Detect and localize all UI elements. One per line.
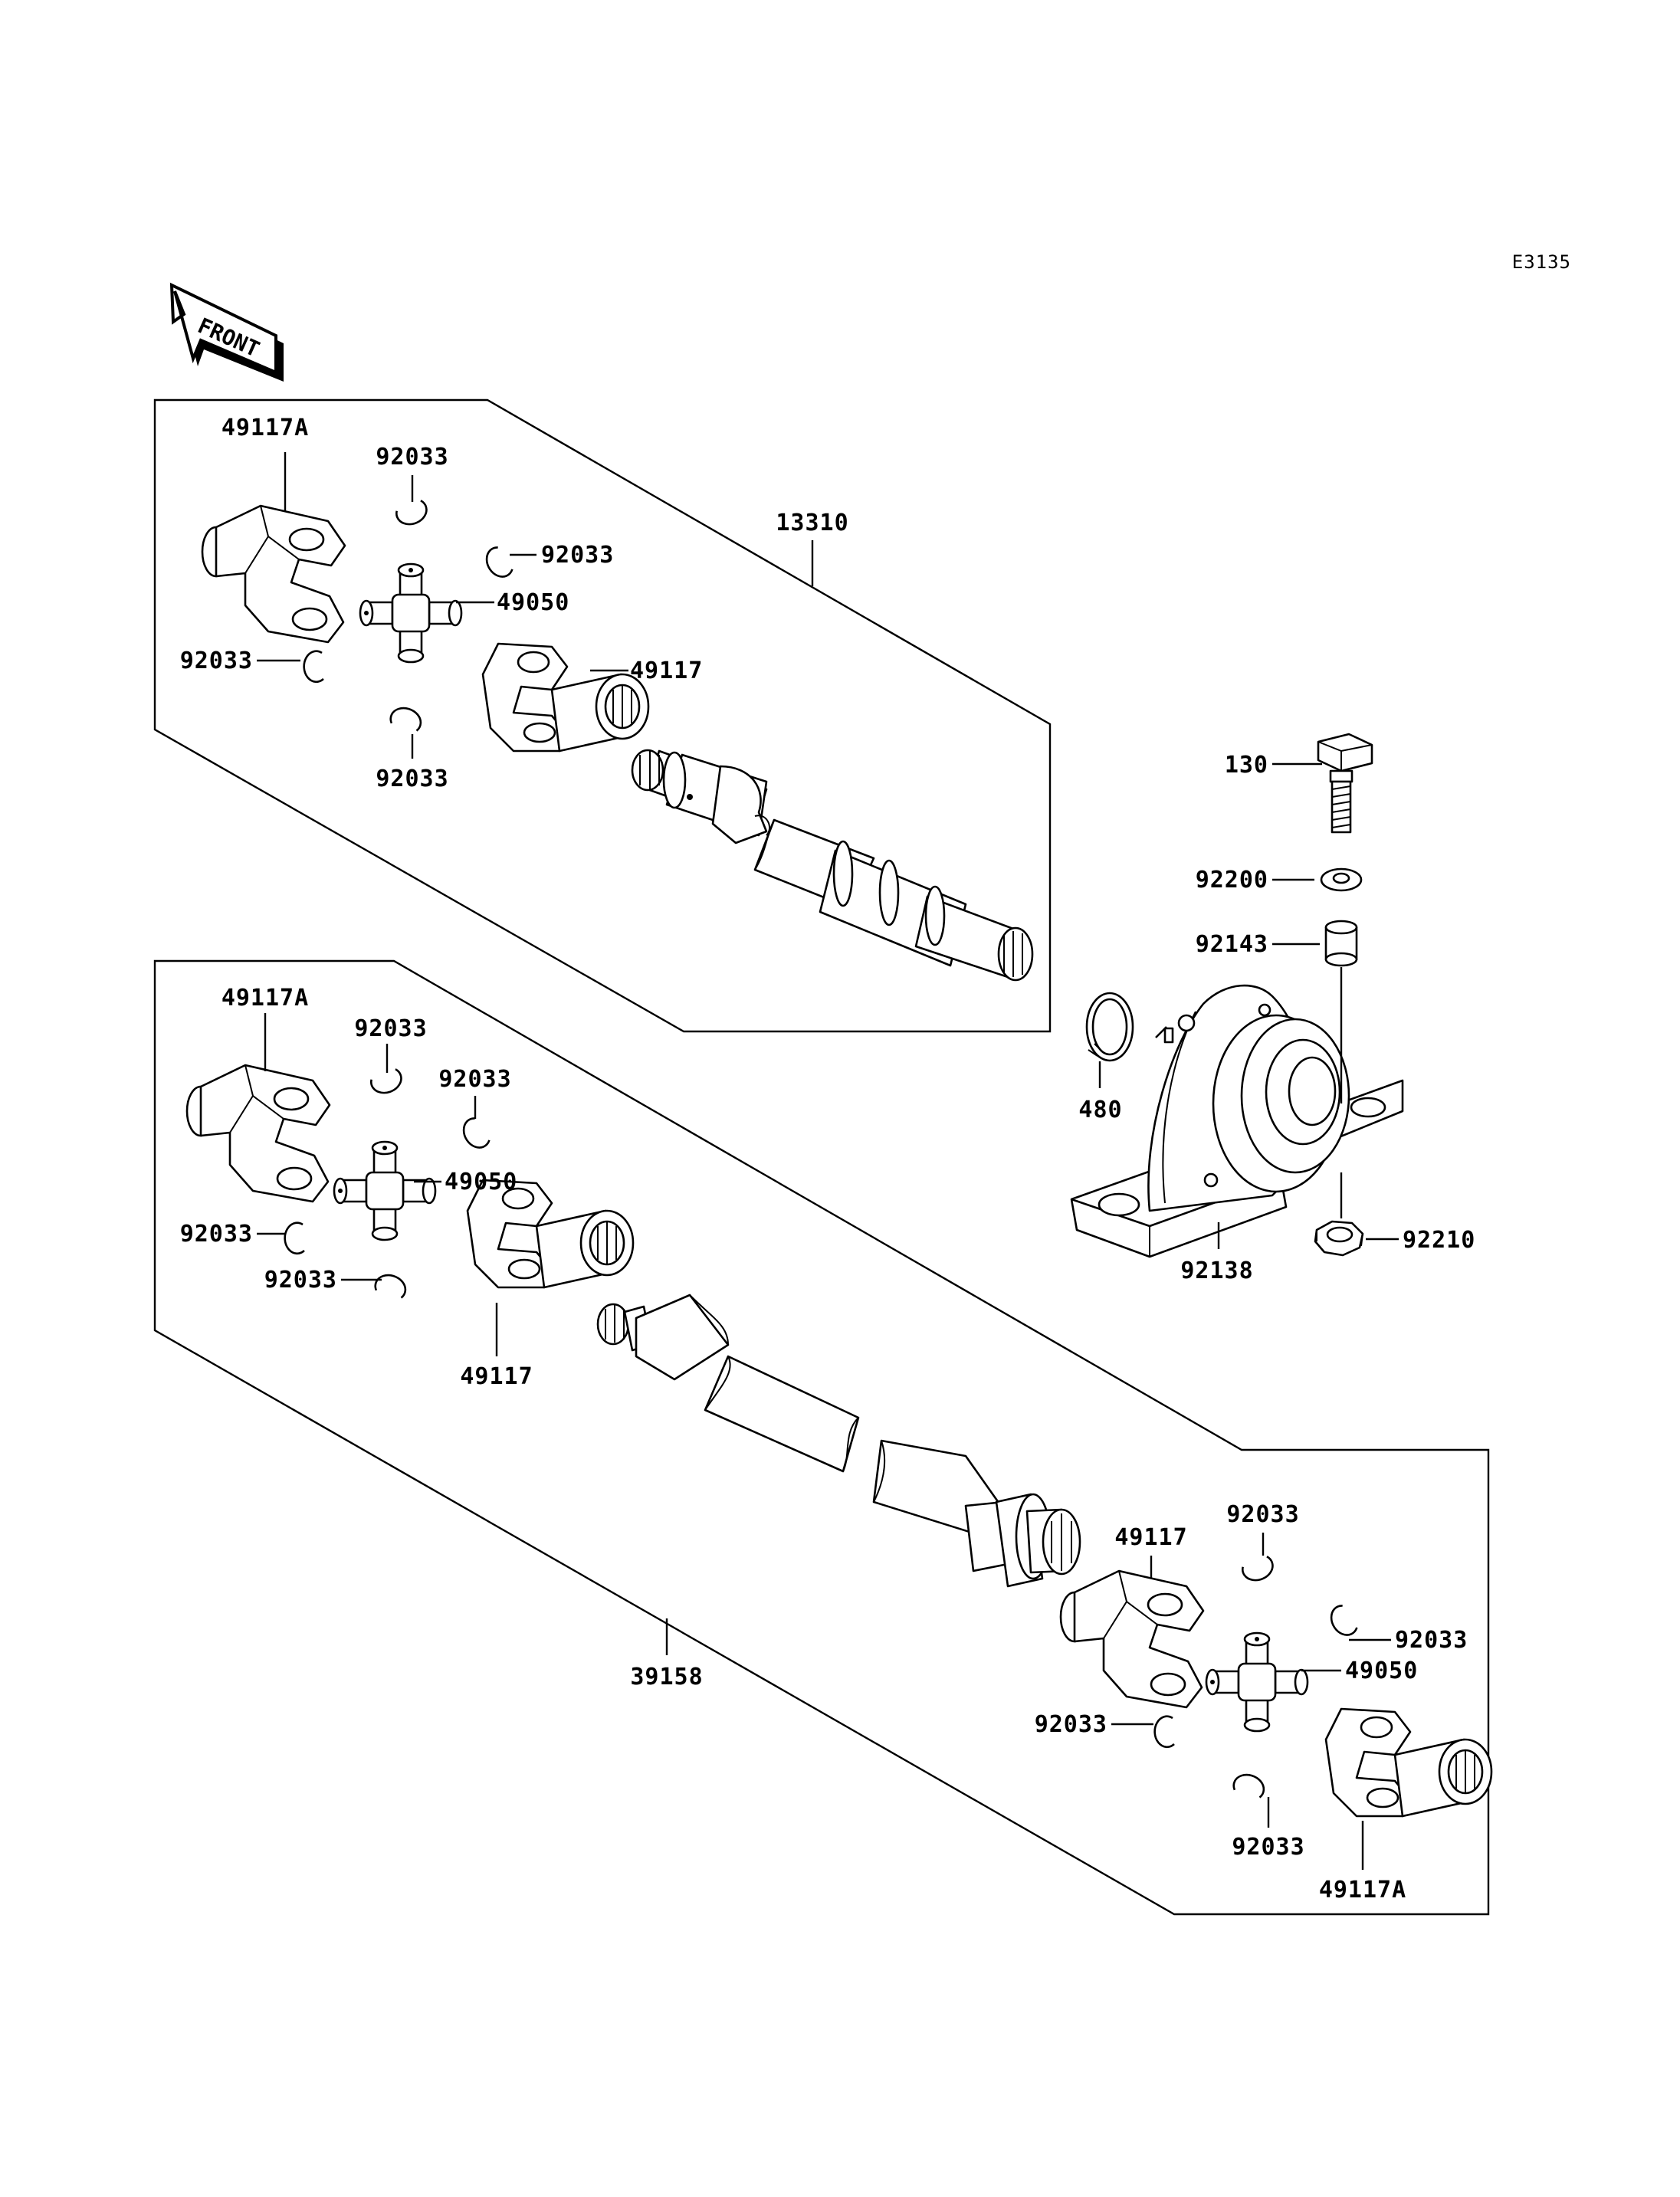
label-upper-clip-top: 92033: [376, 444, 448, 471]
circlip-480: [1085, 992, 1134, 1062]
label-upper-yoke: 49117: [630, 657, 703, 684]
label-rear-yoke: 49117: [1114, 1524, 1187, 1551]
label-upper-shaft: 13310: [776, 510, 848, 536]
label-bearing: 92138: [1180, 1258, 1253, 1284]
lower-clip-right: [458, 1115, 492, 1154]
rear-yoke: [1059, 1569, 1205, 1709]
label-upper-clip-left: 92033: [180, 648, 253, 674]
label-lower-clip-top: 92033: [354, 1015, 427, 1042]
label-rear-cross: 49050: [1345, 1658, 1418, 1684]
label-upper-yoke-a: 49117A: [221, 415, 309, 441]
rear-clip-right: [1325, 1602, 1360, 1641]
label-lower-yoke: 49117: [460, 1363, 533, 1390]
label-nut: 92210: [1403, 1227, 1475, 1254]
rear-clip-top: [1239, 1554, 1278, 1585]
upper-shaft: [631, 749, 1034, 982]
nut-92210: [1314, 1220, 1364, 1257]
diagram-reference: E3135: [1512, 251, 1571, 273]
label-lower-shaft: 39158: [630, 1664, 703, 1690]
label-rear-clip-left: 92033: [1035, 1711, 1107, 1738]
rear-clip-bottom: [1231, 1769, 1268, 1801]
label-lower-clip-right: 92033: [438, 1066, 511, 1093]
rear-clip-left: [1153, 1715, 1176, 1749]
lower-shaft: [596, 1294, 1081, 1588]
label-upper-clip-bottom: 92033: [376, 766, 448, 792]
label-lower-yoke-a: 49117A: [221, 985, 309, 1012]
lower-assembly-frame: [153, 959, 1490, 1916]
label-lower-cross: 49050: [445, 1169, 517, 1195]
label-rear-clip-top: 92033: [1226, 1501, 1299, 1528]
upper-clip-left: [303, 650, 325, 684]
label-rear-yoke-a: 49117A: [1319, 1877, 1406, 1904]
upper-clip-top: [393, 498, 431, 530]
upper-assembly-frame: [153, 398, 1052, 1033]
label-rear-clip-bottom: 92033: [1232, 1834, 1304, 1861]
lower-yoke-spline: [466, 1179, 635, 1289]
washer-92200: [1320, 867, 1363, 892]
label-lower-clip-bottom: 92033: [264, 1267, 337, 1294]
label-rear-clip-right: 92033: [1395, 1627, 1468, 1654]
upper-yoke-spline: [481, 642, 650, 753]
lower-clip-bottom: [372, 1270, 410, 1301]
label-collar: 92143: [1196, 931, 1268, 958]
upper-clip-bottom: [388, 703, 425, 734]
label-washer: 92200: [1196, 867, 1268, 894]
lower-yoke-a: [185, 1064, 331, 1203]
bolt-130: [1317, 733, 1373, 834]
label-bolt: 130: [1225, 752, 1268, 779]
rear-yoke-spline: [1324, 1707, 1493, 1818]
upper-yoke-a: [201, 504, 346, 644]
upper-clip-right: [481, 544, 515, 583]
label-upper-cross: 49050: [497, 589, 569, 616]
lower-clip-left: [284, 1221, 306, 1255]
label-circlip: 480: [1078, 1097, 1122, 1123]
upper-cross: [359, 562, 463, 664]
front-arrow: FRONT: [169, 282, 284, 382]
collar-92143: [1324, 920, 1358, 967]
rear-cross: [1205, 1631, 1309, 1733]
lower-cross: [333, 1140, 437, 1241]
label-upper-clip-right: 92033: [541, 542, 614, 569]
label-lower-clip-left: 92033: [180, 1221, 253, 1248]
bearing-92138: [1070, 984, 1404, 1258]
